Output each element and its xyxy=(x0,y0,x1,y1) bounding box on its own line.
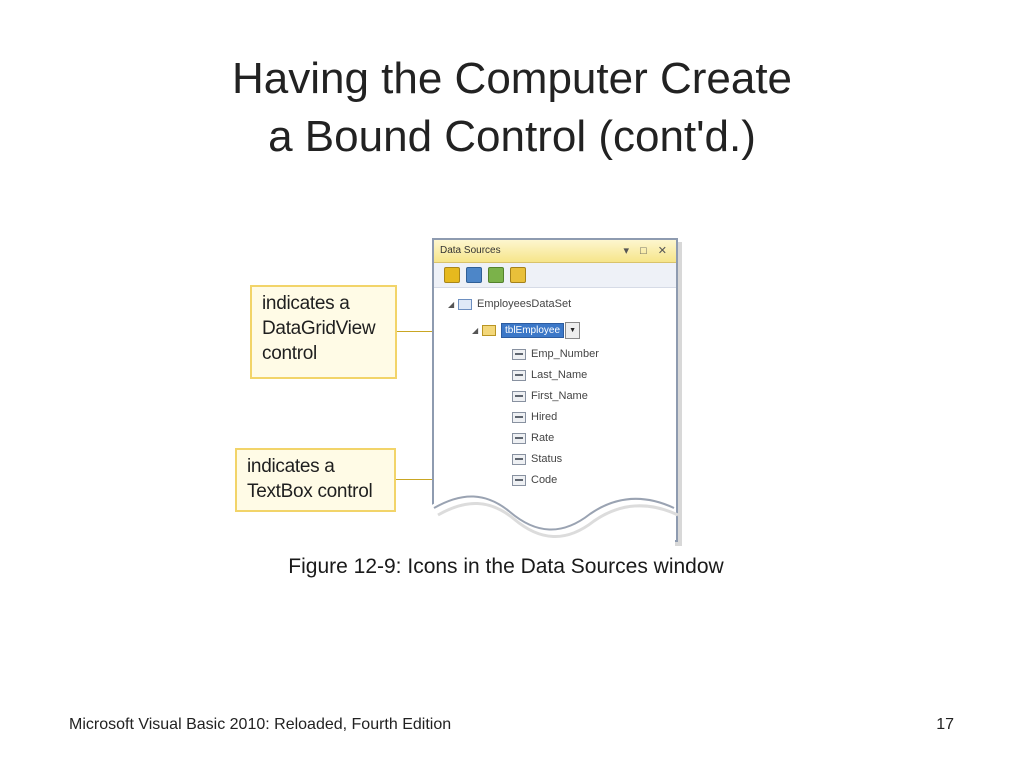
textbox-icon xyxy=(512,348,526,360)
textbox-icon xyxy=(512,453,526,465)
configure-dataset-icon[interactable] xyxy=(488,267,504,283)
window-controls[interactable]: ▾ □ ✕ xyxy=(623,245,671,257)
callout-textbox-line-2: TextBox control xyxy=(247,481,373,502)
slide-title-line-2: a Bound Control (cont'd.) xyxy=(268,112,756,161)
field-row[interactable]: Last_Name xyxy=(512,369,587,381)
chevron-down-icon[interactable]: ▼ xyxy=(565,322,581,339)
callout-textbox: indicates a TextBox control xyxy=(235,448,396,512)
tree-node-dataset[interactable]: ◢ EmployeesDataSet xyxy=(448,298,571,310)
data-sources-window: Data Sources ▾ □ ✕ ◢ EmployeesDataSet ◢ … xyxy=(432,238,678,542)
data-sources-titlebar: Data Sources ▾ □ ✕ xyxy=(434,240,676,263)
slide-title-line-1: Having the Computer Create xyxy=(231,54,793,103)
edit-dataset-icon[interactable] xyxy=(466,267,482,283)
field-label: Emp_Number xyxy=(531,348,599,360)
field-label: Last_Name xyxy=(531,369,588,381)
field-label: Hired xyxy=(531,411,558,423)
data-sources-toolbar xyxy=(434,263,676,288)
field-row[interactable]: Emp_Number xyxy=(512,348,599,360)
field-row[interactable]: Code xyxy=(512,474,557,486)
callout-datagridview: indicates a DataGridView control xyxy=(250,285,397,379)
tree-node-table[interactable]: ◢ tblEmployee ▼ xyxy=(472,322,581,339)
field-label: First_Name xyxy=(531,390,588,402)
callout-datagridview-line-2: DataGridView xyxy=(262,318,376,339)
slide-title: Having the Computer Create a Bound Contr… xyxy=(0,50,1024,166)
field-label: Code xyxy=(531,474,558,486)
field-row[interactable]: Hired xyxy=(512,411,557,423)
refresh-icon[interactable] xyxy=(510,267,526,283)
textbox-icon xyxy=(512,411,526,423)
torn-edge xyxy=(430,492,679,548)
textbox-icon xyxy=(512,432,526,444)
data-sources-title: Data Sources xyxy=(440,245,501,256)
textbox-icon xyxy=(512,369,526,381)
collapse-triangle-icon[interactable]: ◢ xyxy=(472,326,479,335)
field-label: Rate xyxy=(531,432,555,444)
callout-datagridview-line-1: indicates a xyxy=(262,293,350,314)
field-row[interactable]: Status xyxy=(512,453,562,465)
figure-caption: Figure 12-9: Icons in the Data Sources w… xyxy=(288,555,724,578)
field-row[interactable]: Rate xyxy=(512,432,554,444)
page-number: 17 xyxy=(936,716,954,733)
field-label: Status xyxy=(531,453,563,465)
textbox-icon xyxy=(512,390,526,402)
dataset-icon xyxy=(458,298,472,310)
callout-textbox-line-1: indicates a xyxy=(247,456,335,477)
dataset-label: EmployeesDataSet xyxy=(477,298,572,310)
field-row[interactable]: First_Name xyxy=(512,390,588,402)
callout-datagridview-line-3: control xyxy=(262,343,317,364)
footer-book-title: Microsoft Visual Basic 2010: Reloaded, F… xyxy=(69,716,452,733)
table-label[interactable]: tblEmployee xyxy=(501,323,565,338)
add-data-source-icon[interactable] xyxy=(444,267,460,283)
textbox-icon xyxy=(512,474,526,486)
datagridview-icon xyxy=(482,325,496,336)
collapse-triangle-icon[interactable]: ◢ xyxy=(448,299,455,309)
